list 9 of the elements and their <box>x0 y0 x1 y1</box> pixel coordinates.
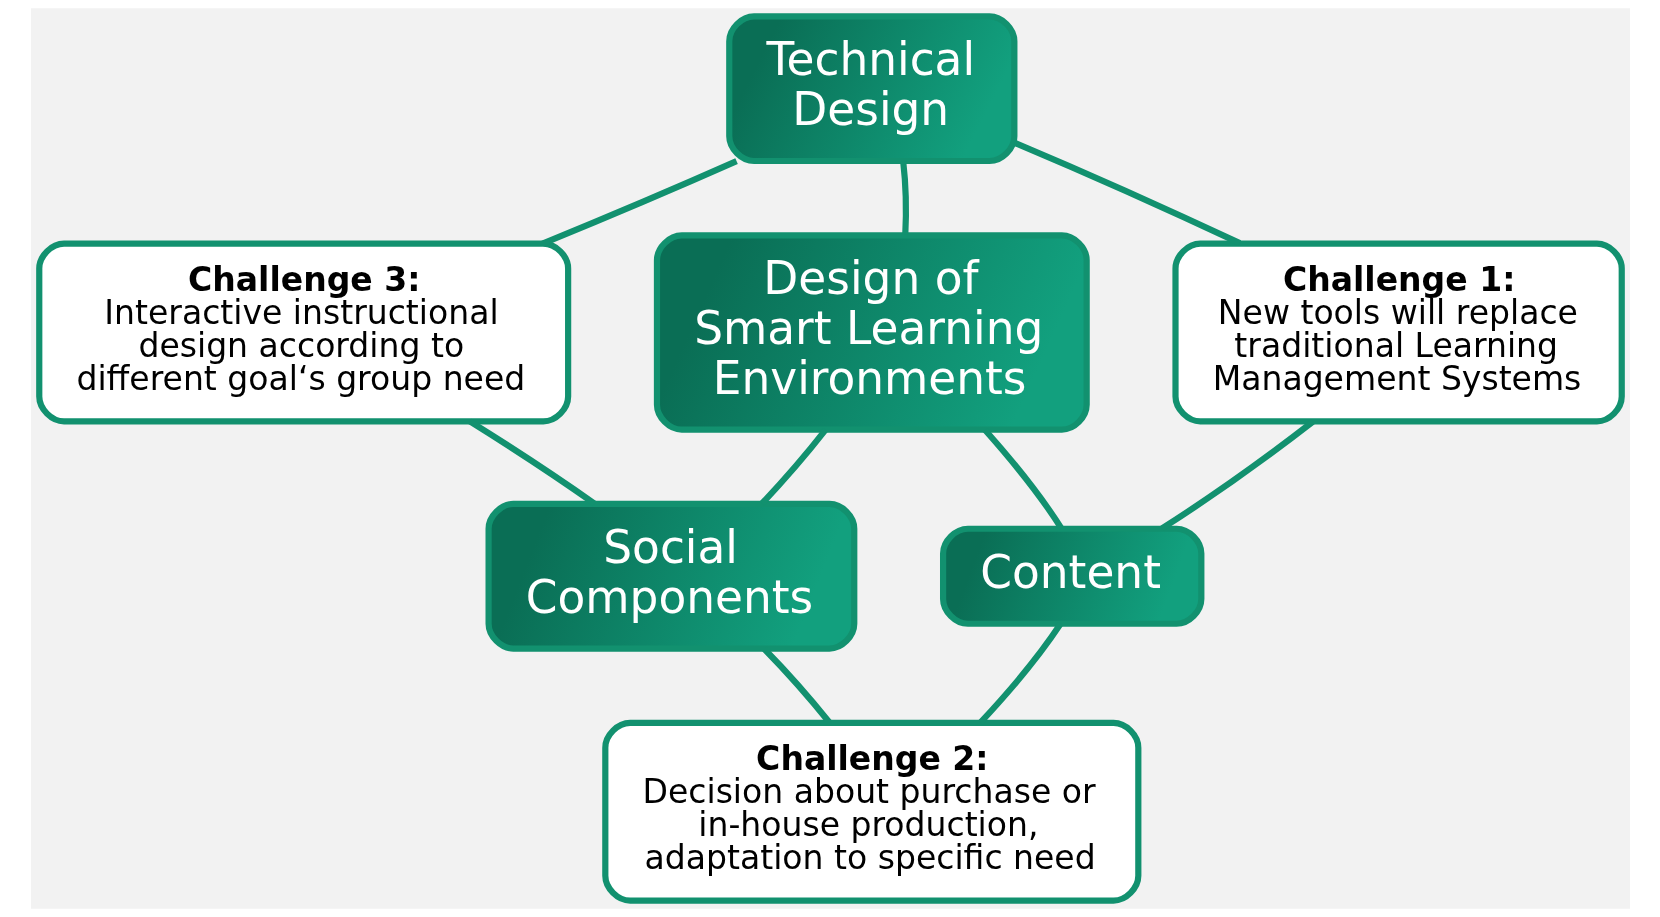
node-box: Technical Design <box>725 13 1017 165</box>
node-box: Content <box>939 525 1204 627</box>
node-box: Challenge 2: Decision about purchase or in-house production, adaptation to specific need <box>601 719 1141 904</box>
node-box: Challenge 1: New tools will replace traditional Learning Management Systems <box>1171 240 1625 425</box>
node-box: Design of Smart Learning Environments <box>653 232 1090 433</box>
connector <box>899 161 909 235</box>
connector <box>540 158 738 247</box>
node-box: Challenge 3: Interactive instructional design according to different goal‘s group need <box>35 240 571 425</box>
node-box: Social Components <box>485 500 857 652</box>
